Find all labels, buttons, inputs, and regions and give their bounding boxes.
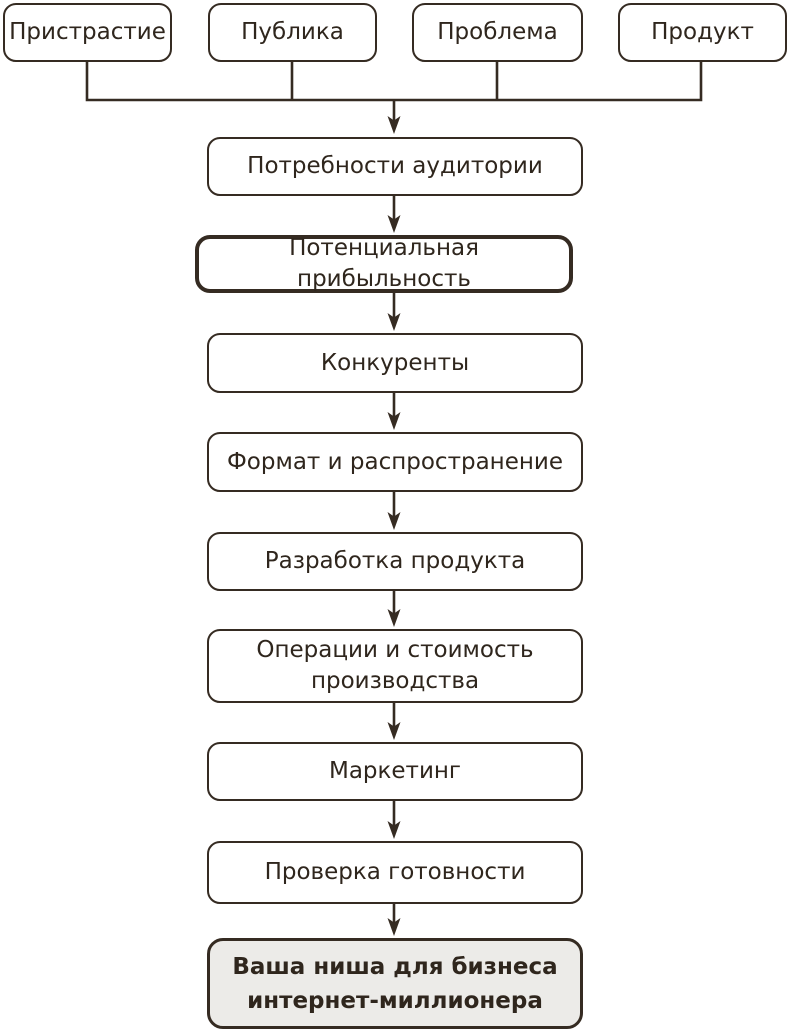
- node-marketing-label: Маркетинг: [328, 758, 462, 784]
- node-readiness-check-label: Проверка готовности: [264, 859, 526, 885]
- node-audience-label: Публика: [241, 19, 344, 45]
- node-competitors-label: Конкуренты: [320, 349, 470, 376]
- node-passion-label: Пристрастие: [9, 19, 166, 45]
- top-funnel-connector: [85, 60, 703, 102]
- node-potential-profitability-label: Потенциальная прибыльность: [289, 235, 479, 292]
- node-passion: Пристрастие: [3, 3, 172, 62]
- node-audience: Публика: [208, 3, 377, 62]
- node-final-niche-label: Ваша ниша для бизнеса интернет-миллионер…: [232, 953, 558, 1014]
- node-format-distribution: Формат и распространение: [207, 432, 583, 492]
- node-readiness-check: Проверка готовности: [207, 841, 583, 904]
- node-product-label: Продукт: [651, 19, 754, 45]
- node-audience-needs-label: Потребности аудитории: [247, 153, 543, 179]
- node-product-development: Разработка продукта: [207, 532, 583, 591]
- node-operations-cost: Операции и стоимость производства: [207, 629, 583, 703]
- node-final-niche: Ваша ниша для бизнеса интернет-миллионер…: [207, 938, 583, 1029]
- node-marketing: Маркетинг: [207, 742, 583, 801]
- node-operations-cost-label: Операции и стоимость производства: [256, 637, 534, 694]
- node-potential-profitability: Потенциальная прибыльность: [195, 235, 573, 293]
- node-problem: Проблема: [412, 3, 583, 62]
- flow-arrows-group: [387, 100, 401, 936]
- node-problem-label: Проблема: [437, 19, 558, 45]
- node-format-distribution-label: Формат и распространение: [227, 448, 563, 475]
- node-competitors: Конкуренты: [207, 333, 583, 393]
- node-product: Продукт: [618, 3, 787, 62]
- node-audience-needs: Потребности аудитории: [207, 137, 583, 196]
- node-product-development-label: Разработка продукта: [264, 548, 526, 574]
